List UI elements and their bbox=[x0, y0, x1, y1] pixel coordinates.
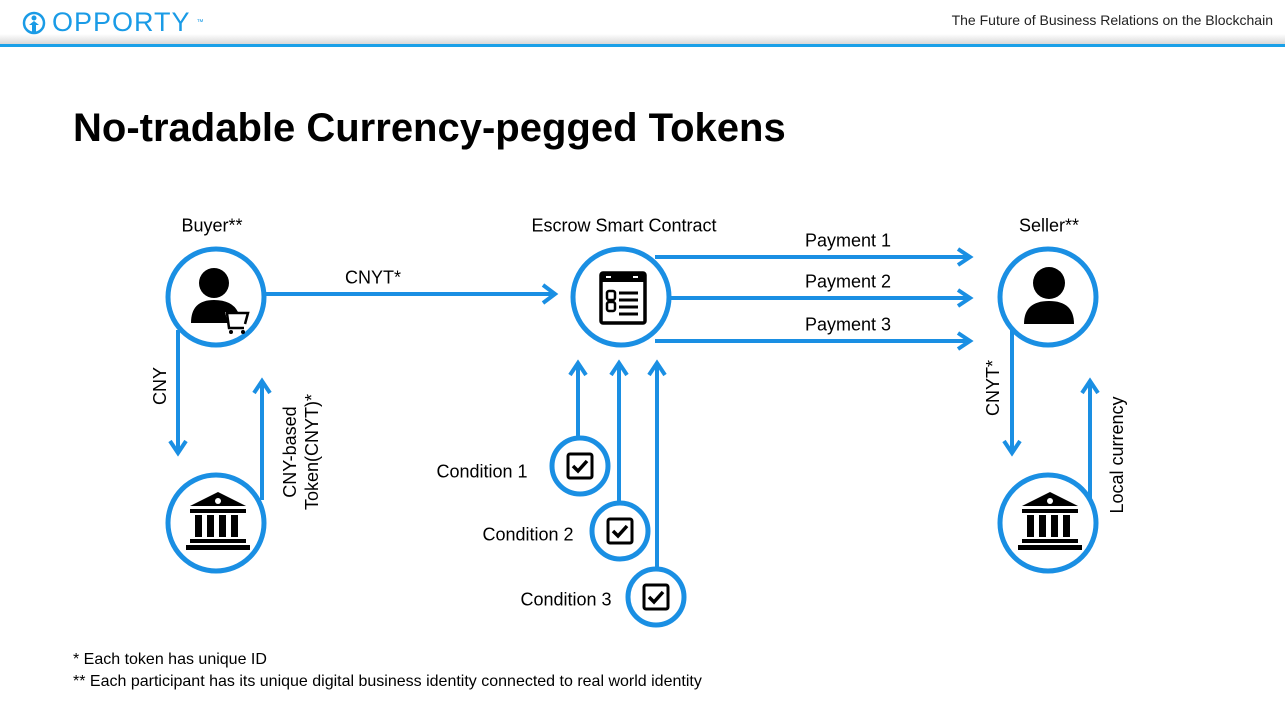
cny-based-line1: CNY-based bbox=[280, 406, 300, 498]
arrow-condition-1 bbox=[568, 359, 588, 437]
buyer-circle bbox=[165, 246, 267, 348]
checkbox-icon-2 bbox=[606, 517, 634, 545]
arrow-local-up bbox=[1080, 377, 1100, 500]
header-bar bbox=[0, 0, 1285, 47]
seller-icon bbox=[1024, 267, 1074, 324]
bank-icon-buyer bbox=[186, 492, 250, 550]
footnote-1: * Each token has unique ID bbox=[73, 651, 267, 668]
condition-2-circle bbox=[589, 500, 651, 562]
arrow-payment-2 bbox=[669, 288, 974, 308]
tagline: The Future of Business Relations on the … bbox=[951, 12, 1273, 28]
bank-icon-seller bbox=[1018, 492, 1082, 550]
arrow-condition-2 bbox=[609, 359, 629, 503]
logo-icon bbox=[22, 11, 46, 34]
cny-label: CNY bbox=[150, 366, 170, 406]
payment-2-label: Payment 2 bbox=[804, 271, 892, 292]
buyer-bank-circle bbox=[165, 472, 267, 574]
condition-1-circle bbox=[549, 435, 611, 497]
arrow-cny-down bbox=[168, 330, 188, 457]
payment-1-label: Payment 1 bbox=[804, 230, 892, 251]
slide-title: No-tradable Currency-pegged Tokens bbox=[73, 106, 786, 150]
arrows bbox=[168, 247, 1100, 569]
seller-bank-circle bbox=[997, 472, 1099, 574]
arrow-payment-3 bbox=[655, 331, 974, 351]
cnyt-flow-label: CNYT* bbox=[344, 267, 402, 288]
footnote-2: ** Each participant has its unique digit… bbox=[73, 673, 702, 690]
condition-2-label: Condition 2 bbox=[482, 524, 574, 545]
local-currency-label: Local currency bbox=[1107, 396, 1127, 514]
escrow-label: Escrow Smart Contract bbox=[531, 215, 717, 236]
arrow-seller-down bbox=[1002, 330, 1022, 457]
logo-text: OPPORTY bbox=[52, 7, 191, 37]
contract-icon bbox=[599, 271, 647, 325]
escrow-circle bbox=[570, 246, 672, 348]
buyer-label: Buyer** bbox=[181, 215, 243, 236]
opporty-logo: OPPORTY ™ bbox=[22, 7, 205, 38]
seller-circle bbox=[997, 246, 1099, 348]
seller-cnyt-label: CNYT* bbox=[983, 359, 1003, 417]
checkbox-icon-1 bbox=[566, 452, 594, 480]
arrow-buyer-escrow bbox=[265, 283, 559, 305]
arrow-payment-1 bbox=[655, 247, 974, 267]
payment-3-label: Payment 3 bbox=[804, 314, 892, 335]
logo-trademark: ™ bbox=[196, 19, 205, 26]
condition-3-label: Condition 3 bbox=[520, 589, 612, 610]
buyer-icon bbox=[191, 268, 250, 334]
cny-based-line2: Token(CNYT)* bbox=[302, 393, 322, 511]
header-divider bbox=[0, 44, 1285, 47]
condition-1-label: Condition 1 bbox=[436, 461, 528, 482]
condition-3-circle bbox=[625, 566, 687, 628]
arrow-cnyt-up bbox=[252, 377, 272, 500]
seller-label: Seller** bbox=[1018, 215, 1080, 236]
checkbox-icon-3 bbox=[642, 583, 670, 611]
arrow-condition-3 bbox=[647, 359, 667, 569]
